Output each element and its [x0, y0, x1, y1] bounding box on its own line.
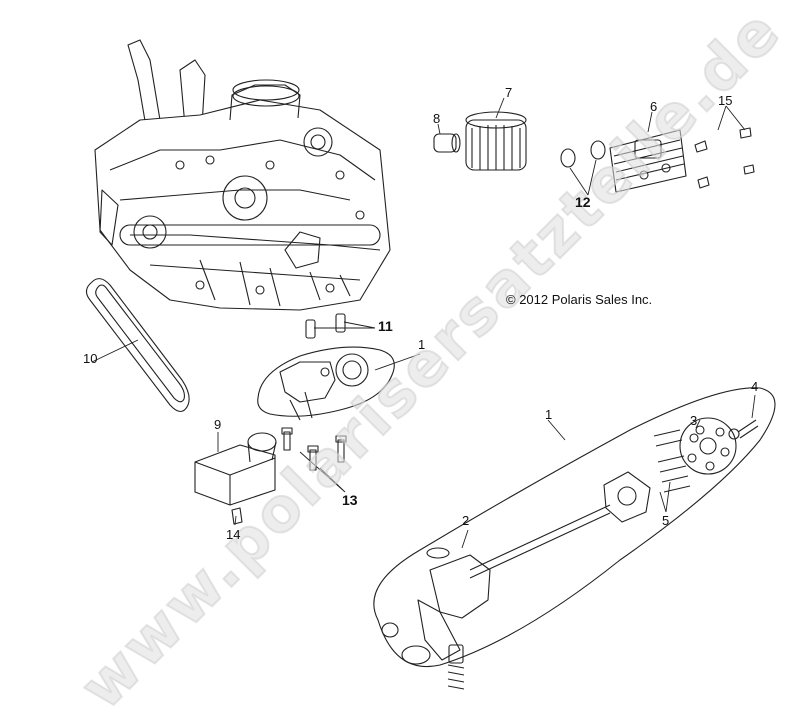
copyright-text: © 2012 Polaris Sales Inc. — [506, 292, 653, 307]
bolt-14-illustration — [231, 507, 243, 525]
callout-11: 11 — [378, 318, 393, 334]
callout-15: 15 — [718, 93, 733, 108]
drive-belt-illustration — [85, 278, 190, 413]
callout-13: 13 — [342, 492, 358, 508]
oil-strainer-illustration — [194, 432, 277, 506]
callout-6: 6 — [650, 99, 658, 114]
leader-lines — [91, 97, 756, 549]
dowel-pins-illustration — [305, 313, 346, 339]
callout-9: 9 — [214, 417, 222, 432]
callout-12: 12 — [575, 194, 591, 210]
callout-5: 5 — [662, 513, 670, 528]
oil-filter-illustration — [465, 111, 527, 171]
callout-10: 10 — [83, 351, 98, 366]
oil-cooler-illustration — [609, 129, 687, 193]
oil-pump-assembly-large-illustration — [373, 387, 776, 690]
callout-8: 8 — [433, 111, 441, 126]
bolts-13-illustration — [281, 427, 347, 471]
callout-1-upper: 1 — [418, 337, 426, 352]
oil-pump-assembly-small-illustration — [257, 346, 395, 421]
callout-14: 14 — [226, 527, 241, 542]
callout-4: 4 — [751, 379, 759, 394]
o-rings-illustration — [560, 140, 606, 168]
callout-3: 3 — [690, 413, 698, 428]
callout-7: 7 — [505, 85, 513, 100]
callout-2: 2 — [462, 513, 470, 528]
filter-adapter-illustration — [433, 133, 461, 153]
callout-1-lower: 1 — [545, 407, 553, 422]
engine-block-illustration — [94, 39, 391, 311]
screws-15-illustration — [694, 127, 755, 189]
